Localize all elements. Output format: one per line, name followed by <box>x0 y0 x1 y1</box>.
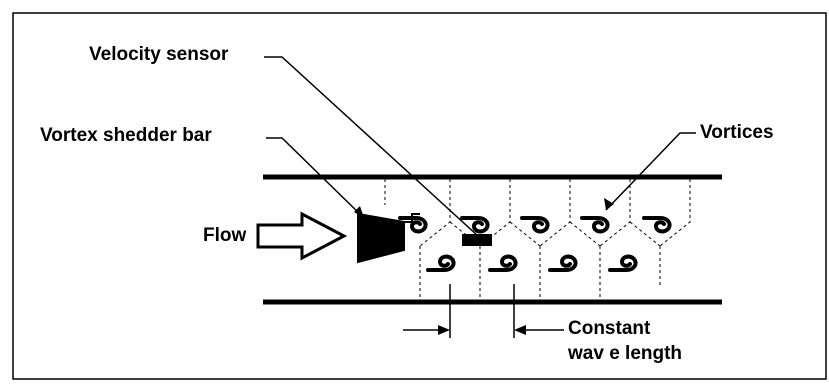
lower-vortices <box>426 254 638 272</box>
vortex-street-lower-guides <box>419 246 661 300</box>
vortex-icon <box>398 216 428 234</box>
flow-label: Flow <box>203 225 247 246</box>
shedder-bar-leader <box>266 137 365 219</box>
vortices-label: Vortices <box>700 122 774 143</box>
vortex-icon <box>426 254 456 272</box>
vortices-arrowhead <box>604 198 614 210</box>
vortex-shedder-bar-shape <box>357 212 405 264</box>
diagram-frame <box>12 12 827 380</box>
velocity-sensor-leader <box>264 56 479 237</box>
shedder-arrowhead <box>354 206 364 218</box>
vortices-leader <box>605 132 696 211</box>
vortex-icon <box>608 254 638 272</box>
vortex-icon <box>488 254 518 272</box>
vortex-icon <box>460 216 490 234</box>
constant-label: Constant <box>568 318 651 339</box>
vortex-icon <box>642 216 672 234</box>
velocity-sensor-label: Velocity sensor <box>89 44 229 65</box>
wave-length-label: wav e length <box>568 343 683 364</box>
wavelength-right-arrowhead <box>514 325 526 335</box>
vortex-street-upper-guides <box>384 179 691 247</box>
vortex-icon <box>520 216 550 234</box>
vortex-shedder-bar-label: Vortex shedder bar <box>40 125 212 146</box>
vortex-icon <box>580 216 610 234</box>
velocity-sensor-block <box>462 234 492 246</box>
vortex-icon <box>548 254 578 272</box>
flow-arrow-icon <box>256 211 348 261</box>
upper-vortices <box>398 216 672 234</box>
wavelength-left-arrowhead <box>438 325 450 335</box>
leader-lines <box>264 56 696 237</box>
wavelength-dimension <box>403 284 564 338</box>
